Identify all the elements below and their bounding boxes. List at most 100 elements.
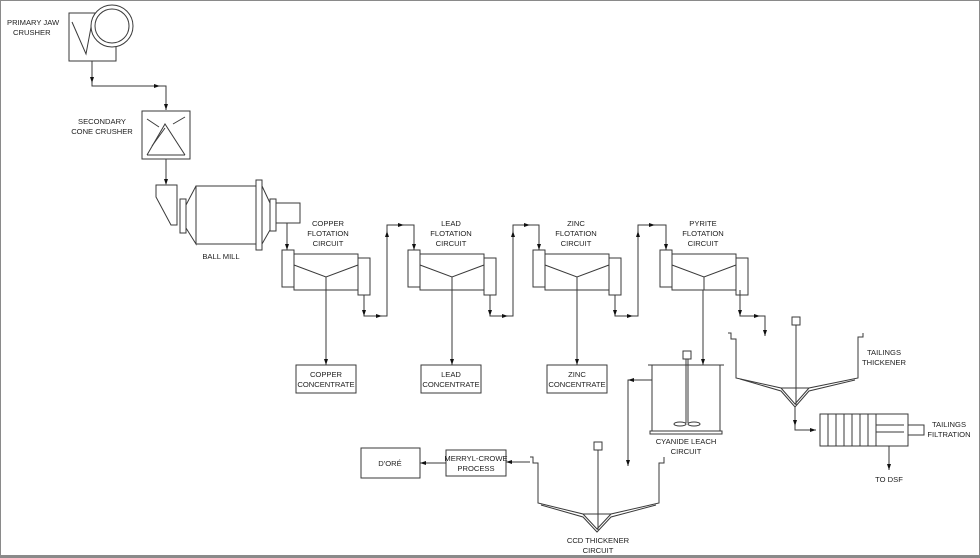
label-cone-crusher-2: CONE CRUSHER	[71, 127, 133, 136]
label-lead-concentrate-1: LEAD	[441, 370, 461, 379]
arrow-head	[450, 359, 454, 365]
tailings-thickener	[728, 316, 864, 408]
jaw-crusher-flywheel-inner	[94, 8, 130, 44]
label-primary-jaw-crusher-1: PRIMARY JAW	[7, 18, 60, 27]
tailings-filter-press	[819, 413, 925, 447]
label-pyrite-flotation-3: CIRCUIT	[688, 239, 719, 248]
agitator-motor	[682, 350, 692, 360]
label-tailings-thickener-1: TAILINGS	[867, 348, 901, 357]
mill-feed-chute	[155, 184, 178, 226]
label-copper-flotation-1: COPPER	[312, 219, 345, 228]
copper-tails-to-next-flow	[363, 224, 415, 317]
arrow-head	[420, 461, 426, 465]
arrow-head	[154, 84, 160, 88]
label-cyanide-leach-2: CIRCUIT	[671, 447, 702, 456]
mill-discharge	[275, 202, 301, 224]
flow-leach-to-ccd	[627, 379, 652, 466]
ccd-drive	[593, 441, 603, 451]
arrow-head	[90, 77, 94, 83]
arrow-head	[164, 179, 168, 185]
label-tailings-thickener-2: THICKENER	[862, 358, 906, 367]
zinc-flotation-feed-box	[532, 249, 546, 288]
label-tailings-filtration-2: FILTRATION	[927, 430, 970, 439]
lead-flotation-discharge-box	[483, 257, 497, 296]
merryl-crowe-box	[445, 449, 507, 477]
lead-tails-to-next-flow	[489, 224, 540, 317]
arrow-head	[537, 244, 541, 250]
label-zinc-flotation-2: FLOTATION	[555, 229, 596, 238]
label-lead-concentrate-2: CONCENTRATE	[422, 380, 479, 389]
zinc-concentrate-box	[546, 364, 608, 394]
jaw-crusher-jaw	[71, 21, 93, 56]
label-zinc-concentrate-2: CONCENTRATE	[548, 380, 605, 389]
label-ccd-thickener-1: CCD THICKENER	[567, 536, 630, 545]
label-merryl-crowe-2: PROCESS	[457, 464, 494, 473]
flow-pyrite-to-thickener	[739, 290, 766, 336]
arrow-head	[362, 310, 366, 316]
label-to-dsf: TO DSF	[875, 475, 903, 484]
arrow-head	[763, 330, 767, 336]
label-tailings-filtration-1: TAILINGS	[932, 420, 966, 429]
arrow-head	[385, 231, 389, 237]
label-cone-crusher-1: SECONDARY	[78, 117, 126, 126]
mill-head-right	[261, 185, 271, 246]
primary-jaw-crusher	[68, 4, 134, 62]
cyanide-leach-tank	[648, 350, 724, 435]
label-lead-flotation-1: LEAD	[441, 219, 461, 228]
label-zinc-flotation-1: ZINC	[567, 219, 585, 228]
arrow-head	[626, 460, 630, 466]
flow-jaw-to-cone	[91, 61, 167, 110]
arrow-head	[398, 223, 404, 227]
label-merryl-crowe-1: MERRYL-CROWE	[444, 454, 507, 463]
arrow-head	[324, 359, 328, 365]
label-lead-flotation-2: FLOTATION	[430, 229, 471, 238]
copper-flotation-feed-box	[281, 249, 295, 288]
label-dore: D'ORÉ	[378, 459, 401, 468]
arrow-head	[810, 428, 816, 432]
ccd-thickener	[530, 441, 665, 533]
arrow-head	[887, 464, 891, 470]
mill-trunnion-left	[179, 198, 187, 234]
arrow-head	[488, 310, 492, 316]
label-copper-flotation-2: FLOTATION	[307, 229, 348, 238]
flotation-circuits	[281, 223, 749, 365]
dore-box	[360, 447, 421, 479]
secondary-cone-crusher	[141, 110, 191, 160]
lead-concentrate-box	[420, 364, 482, 394]
arrow-head	[511, 231, 515, 237]
thickener-drive	[791, 316, 801, 326]
copper-concentrate-box	[295, 364, 357, 394]
label-cyanide-leach-1: CYANIDE LEACH	[656, 437, 717, 446]
arrow-head	[738, 310, 742, 316]
arrow-head	[636, 231, 640, 237]
lead-flotation-feed-box	[407, 249, 421, 288]
arrow-head	[506, 460, 512, 464]
mill-trunnion-right	[269, 198, 277, 232]
ball-mill	[155, 179, 301, 251]
label-ball-mill: BALL MILL	[202, 252, 239, 261]
label-primary-jaw-crusher-2: CRUSHER	[13, 28, 51, 37]
arrow-head	[627, 314, 633, 318]
arrow-head	[376, 314, 382, 318]
label-copper-concentrate-2: CONCENTRATE	[297, 380, 354, 389]
jaw-crusher-flywheel-outer	[90, 4, 134, 48]
arrow-head	[793, 420, 797, 426]
arrow-head	[285, 244, 289, 250]
label-pyrite-flotation-1: PYRITE	[689, 219, 716, 228]
pyrite-flotation-discharge-box	[735, 257, 749, 296]
arrow-head	[664, 244, 668, 250]
label-pyrite-flotation-2: FLOTATION	[682, 229, 723, 238]
label-copper-concentrate-1: COPPER	[310, 370, 343, 379]
arrow-head	[164, 104, 168, 110]
arrow-head	[701, 359, 705, 365]
arrow-head	[412, 244, 416, 250]
arrow-head	[649, 223, 655, 227]
zinc-tails-to-next-flow	[614, 224, 667, 317]
mill-flange	[255, 179, 263, 251]
label-ccd-thickener-2: CIRCUIT	[583, 546, 614, 555]
arrow-head	[628, 378, 634, 382]
mill-head-left	[185, 185, 197, 246]
label-copper-flotation-3: CIRCUIT	[313, 239, 344, 248]
arrow-head	[575, 359, 579, 365]
